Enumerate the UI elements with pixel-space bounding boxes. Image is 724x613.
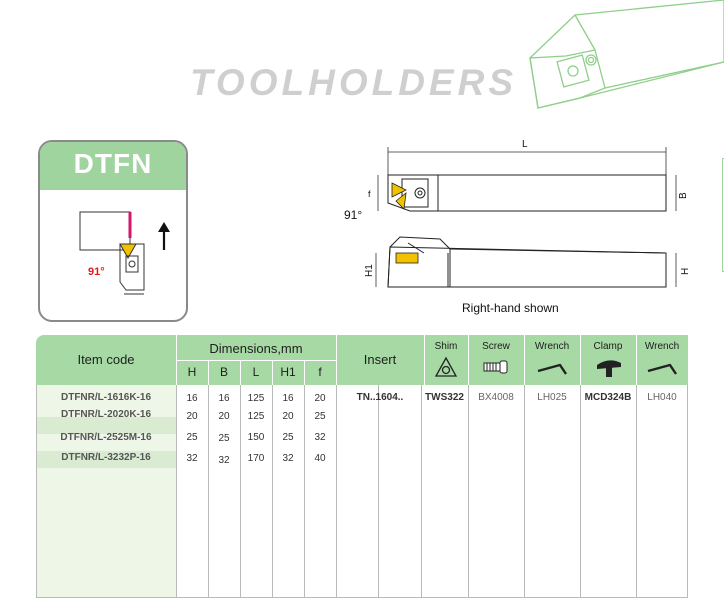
item-code-cell: DTFNR/L-1616K-16 — [60, 392, 152, 403]
row-highlight — [36, 451, 176, 468]
screw-header: Screw — [482, 341, 510, 352]
clamp-icon — [597, 360, 621, 377]
divider — [468, 335, 469, 385]
table-body — [176, 385, 688, 598]
divider — [336, 335, 337, 385]
angle-label: 91° — [344, 208, 362, 222]
wrench2-icon — [647, 363, 677, 375]
card-angle-label: 91° — [88, 266, 105, 278]
divider — [208, 361, 209, 385]
cell-h1: 20 — [282, 411, 294, 422]
dim-header-f: f — [318, 365, 322, 379]
technical-drawing: L f 91° B H1 H Right — [344, 139, 691, 315]
tool-code: DTFN — [73, 148, 153, 179]
divider — [176, 360, 336, 361]
item-code-header: Item code — [77, 352, 135, 367]
cell-l: 125 — [247, 393, 265, 404]
dimensions-header: Dimensions,mm — [209, 341, 303, 356]
cell-f: 32 — [314, 432, 326, 443]
length-label: L — [522, 139, 528, 150]
cell-f: 20 — [314, 393, 326, 404]
divider — [524, 335, 525, 385]
divider — [636, 335, 637, 385]
wrench2-header: Wrench — [644, 341, 680, 352]
cell-h1: 16 — [282, 393, 294, 404]
divider — [421, 385, 422, 598]
clamp-cell: MCD324B — [584, 392, 632, 403]
insert-cell: TN..1604.. — [356, 392, 404, 403]
cell-h: 20 — [186, 411, 198, 422]
cell-h1: 32 — [282, 453, 294, 464]
cell-h: 16 — [186, 393, 198, 404]
wrench-header: Wrench — [534, 341, 570, 352]
divider — [378, 385, 379, 598]
item-code-cell: DTFNR/L-3232P-16 — [61, 452, 151, 463]
shim-cell: TWS322 — [425, 392, 464, 403]
divider — [424, 335, 425, 385]
dim-header-h: H — [187, 365, 197, 379]
divider — [176, 385, 177, 598]
divider — [272, 361, 273, 385]
b-label: B — [678, 192, 689, 199]
cell-l: 170 — [247, 453, 265, 464]
divider — [524, 385, 525, 598]
wrench-cell: LH025 — [537, 392, 567, 403]
row-highlight — [36, 417, 176, 434]
dim-header-l: L — [252, 365, 260, 379]
divider — [687, 385, 688, 598]
divider — [240, 385, 241, 598]
tool-code-header: DTFN — [40, 142, 186, 190]
screw-icon — [483, 360, 508, 374]
item-code-cell: DTFNR/L-2020K-16 — [60, 409, 152, 420]
cell-h1: 25 — [282, 432, 294, 443]
page-title: TOOLHOLDERS — [190, 62, 517, 103]
cell-b: 32 — [218, 455, 230, 466]
dim-header-b: B — [219, 365, 228, 379]
divider — [304, 361, 305, 385]
cell-b: 16 — [218, 393, 230, 404]
clamp-header: Clamp — [593, 341, 623, 352]
cell-b: 25 — [218, 433, 230, 444]
cell-h: 25 — [186, 432, 198, 443]
divider — [36, 385, 37, 598]
wrench-icon — [537, 363, 567, 375]
h-label: H — [680, 268, 691, 275]
divider — [580, 335, 581, 385]
toolholder-illustration — [529, 0, 724, 109]
divider — [272, 385, 273, 598]
h1-label: H1 — [364, 264, 375, 277]
divider — [240, 361, 241, 385]
cell-f: 40 — [314, 453, 326, 464]
shim-header: Shim — [434, 341, 458, 352]
cutting-diagram: 91° — [79, 211, 170, 295]
screw-cell: BX4008 — [478, 392, 514, 403]
side-tab — [722, 158, 724, 272]
wrench2-cell: LH040 — [647, 392, 677, 403]
divider — [336, 385, 337, 598]
insert-header: Insert — [363, 352, 397, 367]
divider — [36, 597, 688, 598]
f-label: f — [368, 189, 371, 199]
cell-b: 20 — [218, 411, 230, 422]
divider — [468, 385, 469, 598]
cell-l: 125 — [247, 411, 265, 422]
divider — [636, 385, 637, 598]
dim-header-h1: H1 — [280, 365, 296, 379]
cell-f: 25 — [314, 411, 326, 422]
tool-code-card: DTFN 91° — [38, 140, 188, 322]
divider — [580, 385, 581, 598]
item-code-cell: DTFNR/L-2525M-16 — [60, 432, 152, 443]
shim-icon — [434, 356, 458, 377]
cell-h: 32 — [186, 453, 198, 464]
divider — [304, 385, 305, 598]
table-header-end — [636, 335, 688, 385]
specification-table: Item code Dimensions,mm H B L H1 f Inser… — [36, 335, 688, 598]
divider — [208, 385, 209, 598]
cell-l: 150 — [247, 432, 265, 443]
drawing-caption: Right-hand shown — [462, 301, 559, 315]
